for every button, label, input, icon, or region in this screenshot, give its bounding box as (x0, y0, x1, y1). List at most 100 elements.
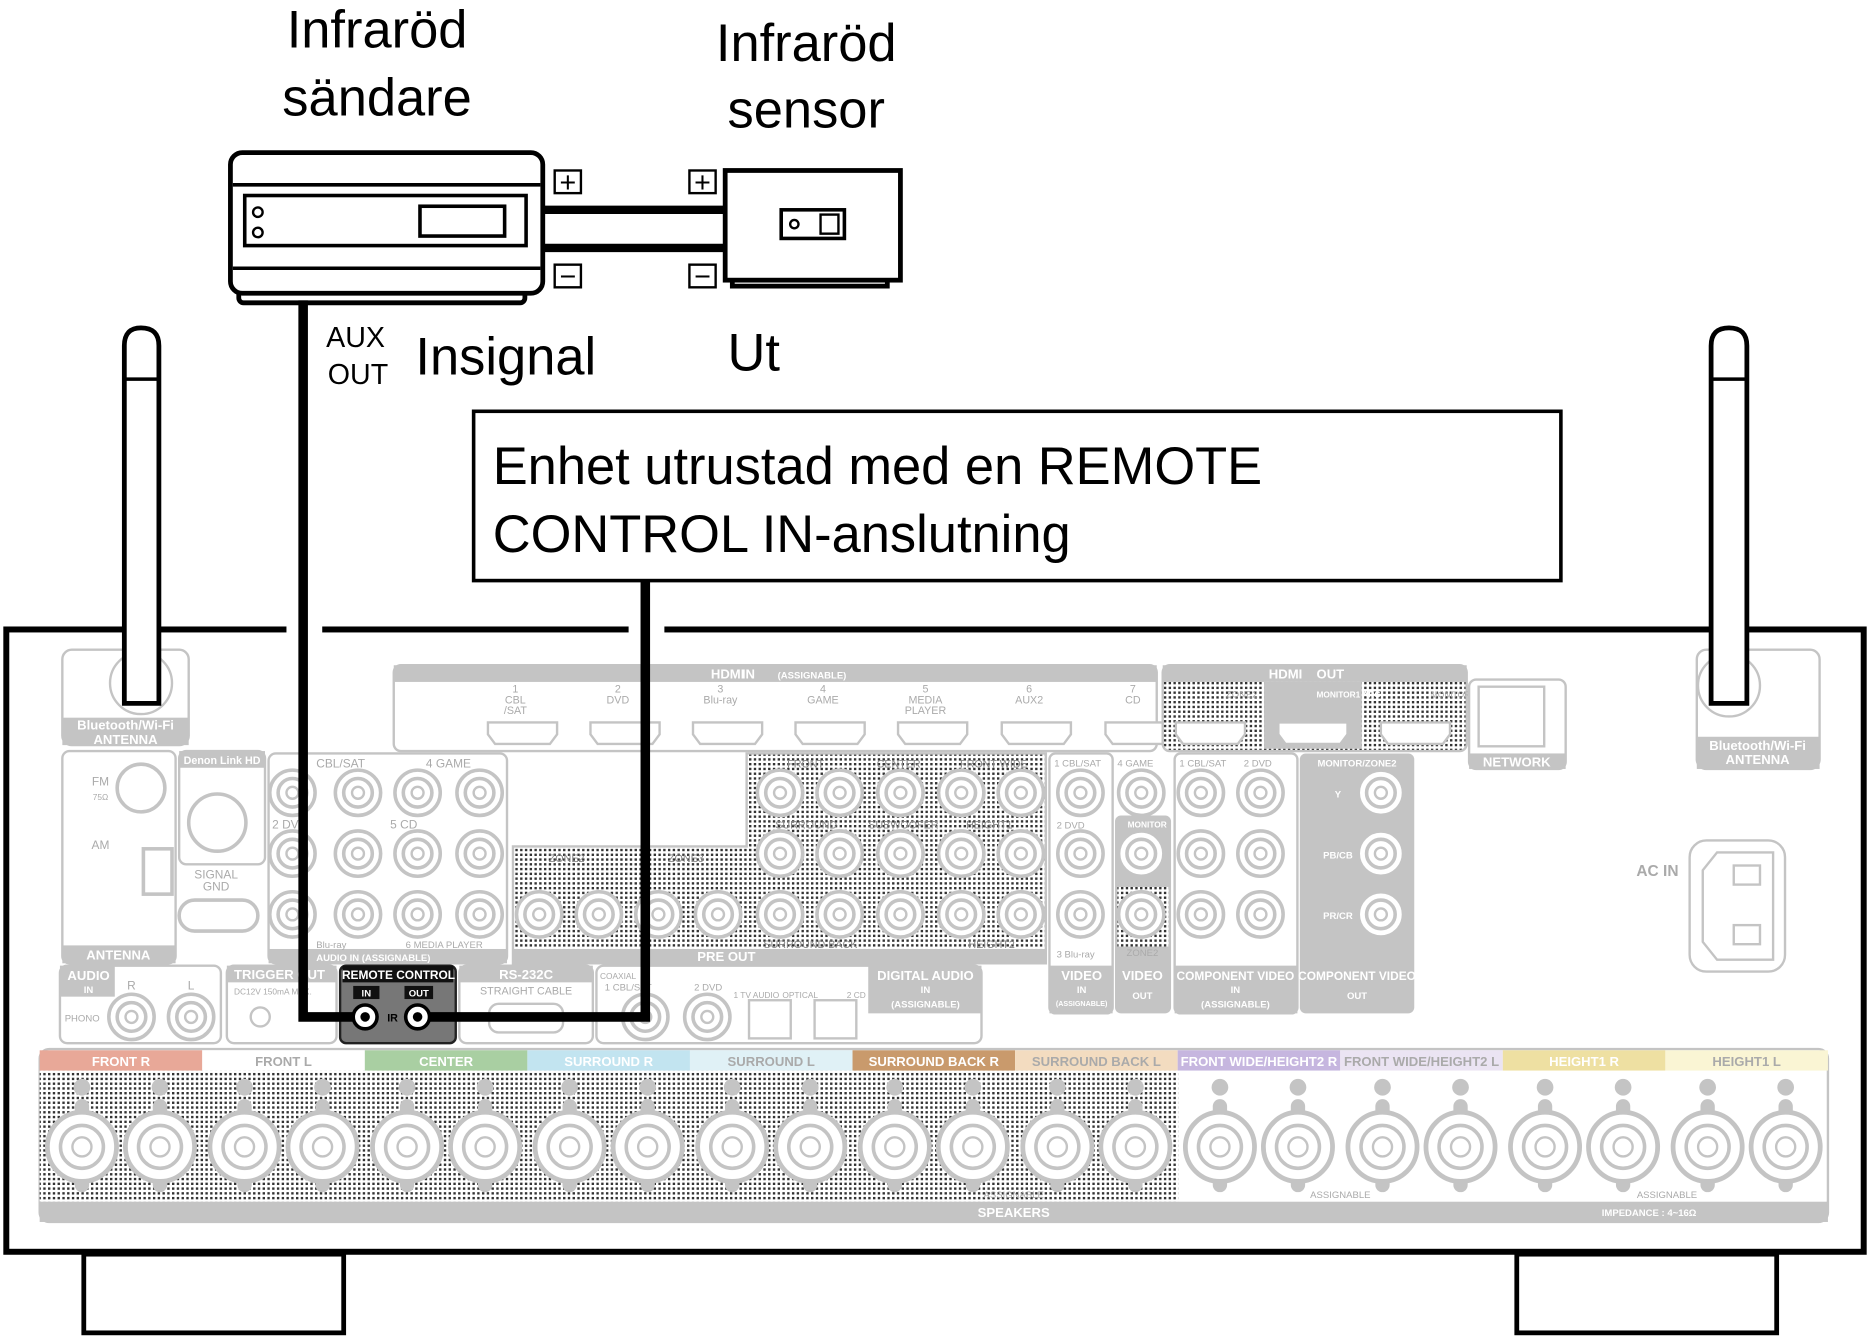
rca-jack[interactable] (936, 768, 986, 818)
rca-jack[interactable] (936, 889, 986, 939)
rca-jack[interactable] (996, 829, 1046, 879)
network-port[interactable]: NETWORK (1467, 678, 1567, 771)
rca-jack[interactable] (455, 889, 505, 939)
rca-jack[interactable] (1056, 889, 1105, 939)
rca-jack[interactable] (1176, 889, 1226, 939)
rca-jack[interactable] (815, 889, 865, 939)
speaker-terminal[interactable] (1345, 1078, 1420, 1193)
rca-jack[interactable] (1176, 829, 1226, 879)
rca-jack[interactable] (1236, 768, 1285, 818)
speaker-terminal[interactable] (1261, 1078, 1335, 1193)
svg-text:IMPEDANCE : 4~16Ω: IMPEDANCE : 4~16Ω (1602, 1208, 1697, 1219)
rca-jack[interactable] (1116, 829, 1166, 879)
speaker-terminal[interactable] (532, 1078, 607, 1193)
svg-text:CBL/SAT: CBL/SAT (316, 757, 365, 771)
speaker-group: SURROUND L (689, 1050, 853, 1193)
rca-jack[interactable] (267, 768, 317, 818)
rca-jack[interactable] (1356, 768, 1406, 818)
svg-text:+: + (694, 167, 711, 199)
speaker-group: FRONT L (202, 1050, 365, 1193)
ac-in-socket: AC IN (1636, 839, 1787, 973)
speaker-terminal[interactable] (1098, 1078, 1173, 1193)
svg-text:COAXIAL: COAXIAL (600, 971, 636, 981)
rca-jack[interactable] (1236, 829, 1285, 879)
rca-jack[interactable] (1116, 889, 1166, 939)
speaker-terminal[interactable] (207, 1078, 282, 1193)
svg-text:sändare: sändare (282, 70, 471, 128)
rca-jack[interactable] (455, 829, 505, 879)
rca-jack[interactable] (514, 889, 564, 939)
component-in-section: 1 CBL/SAT 2 DVD COMPONENT VIDEO IN (ASSI… (1173, 752, 1299, 1015)
rca-jack[interactable] (455, 768, 505, 818)
rca-jack[interactable] (1356, 889, 1406, 939)
speaker-terminal[interactable] (1670, 1078, 1745, 1193)
svg-text:OUT: OUT (409, 989, 429, 1000)
speaker-terminal[interactable] (857, 1078, 932, 1193)
speaker-terminal[interactable] (44, 1078, 119, 1193)
rca-jack[interactable] (875, 829, 925, 879)
speaker-terminal[interactable] (610, 1078, 685, 1193)
rca-jack[interactable] (755, 768, 805, 818)
speaker-terminal[interactable] (935, 1078, 1010, 1193)
rca-jack[interactable] (815, 768, 865, 818)
rca-jack[interactable] (875, 889, 925, 939)
rca-jack[interactable] (1056, 829, 1105, 879)
rca-jack[interactable] (333, 829, 383, 879)
rca-jack[interactable] (693, 889, 743, 939)
svg-text:GAME: GAME (807, 694, 839, 706)
speaker-terminal[interactable] (448, 1078, 523, 1193)
rca-jack[interactable] (107, 992, 156, 1042)
speaker-terminal[interactable] (1748, 1078, 1823, 1193)
rca-jack[interactable] (1116, 768, 1166, 818)
speaker-terminal[interactable] (1423, 1078, 1498, 1193)
rca-jack[interactable] (936, 829, 986, 879)
rca-jack[interactable] (755, 829, 805, 879)
svg-text:GND: GND (203, 880, 230, 894)
rca-jack[interactable] (393, 829, 443, 879)
speaker-terminal[interactable] (1182, 1078, 1257, 1193)
speaker-terminal[interactable] (1020, 1078, 1095, 1193)
rca-jack[interactable] (1176, 768, 1226, 818)
rca-jack[interactable] (875, 768, 925, 818)
rca-jack[interactable] (815, 829, 865, 879)
rca-jack[interactable] (393, 889, 443, 939)
svg-text:IN: IN (84, 985, 94, 996)
rca-jack[interactable] (333, 768, 383, 818)
svg-text:FRONT WIDE/HEIGHT2 R: FRONT WIDE/HEIGHT2 R (1181, 1054, 1338, 1069)
rca-jack[interactable] (267, 829, 317, 879)
rca-jack[interactable] (996, 768, 1046, 818)
speaker-terminal[interactable] (123, 1078, 197, 1193)
rca-jack[interactable] (333, 889, 383, 939)
svg-text:ANTENNA: ANTENNA (86, 948, 151, 963)
hdmi-out-port[interactable] (1277, 721, 1349, 746)
rca-jack[interactable] (166, 992, 216, 1042)
wifi-antenna-left (121, 325, 162, 706)
speaker-terminal[interactable] (370, 1078, 445, 1193)
rca-jack[interactable] (682, 992, 732, 1042)
remote-control-out-jack[interactable] (403, 1003, 432, 1031)
cable-remote-out-to-device (429, 580, 651, 1022)
rca-jack[interactable] (1056, 768, 1105, 818)
rca-jack[interactable] (1356, 829, 1406, 879)
svg-text:(ASSIGNABLE): (ASSIGNABLE) (778, 670, 847, 681)
speaker-terminal[interactable] (1508, 1078, 1583, 1193)
speaker-terminal[interactable] (773, 1078, 848, 1193)
hdmi-out-port[interactable] (1174, 721, 1247, 746)
ir-cables (286, 300, 665, 1022)
speaker-terminal[interactable] (285, 1078, 360, 1193)
rca-jack[interactable] (574, 889, 624, 939)
rca-jack[interactable] (996, 889, 1046, 939)
rca-jack[interactable] (755, 889, 805, 939)
speaker-terminal[interactable] (695, 1078, 770, 1193)
rca-jack[interactable] (393, 768, 443, 818)
speaker-terminal[interactable] (1586, 1078, 1661, 1193)
hdmi-out-port[interactable] (1379, 721, 1452, 746)
rca-jack[interactable] (1236, 889, 1285, 939)
remote-control-in-jack[interactable] (351, 1003, 379, 1031)
rca-jack[interactable] (267, 889, 317, 939)
